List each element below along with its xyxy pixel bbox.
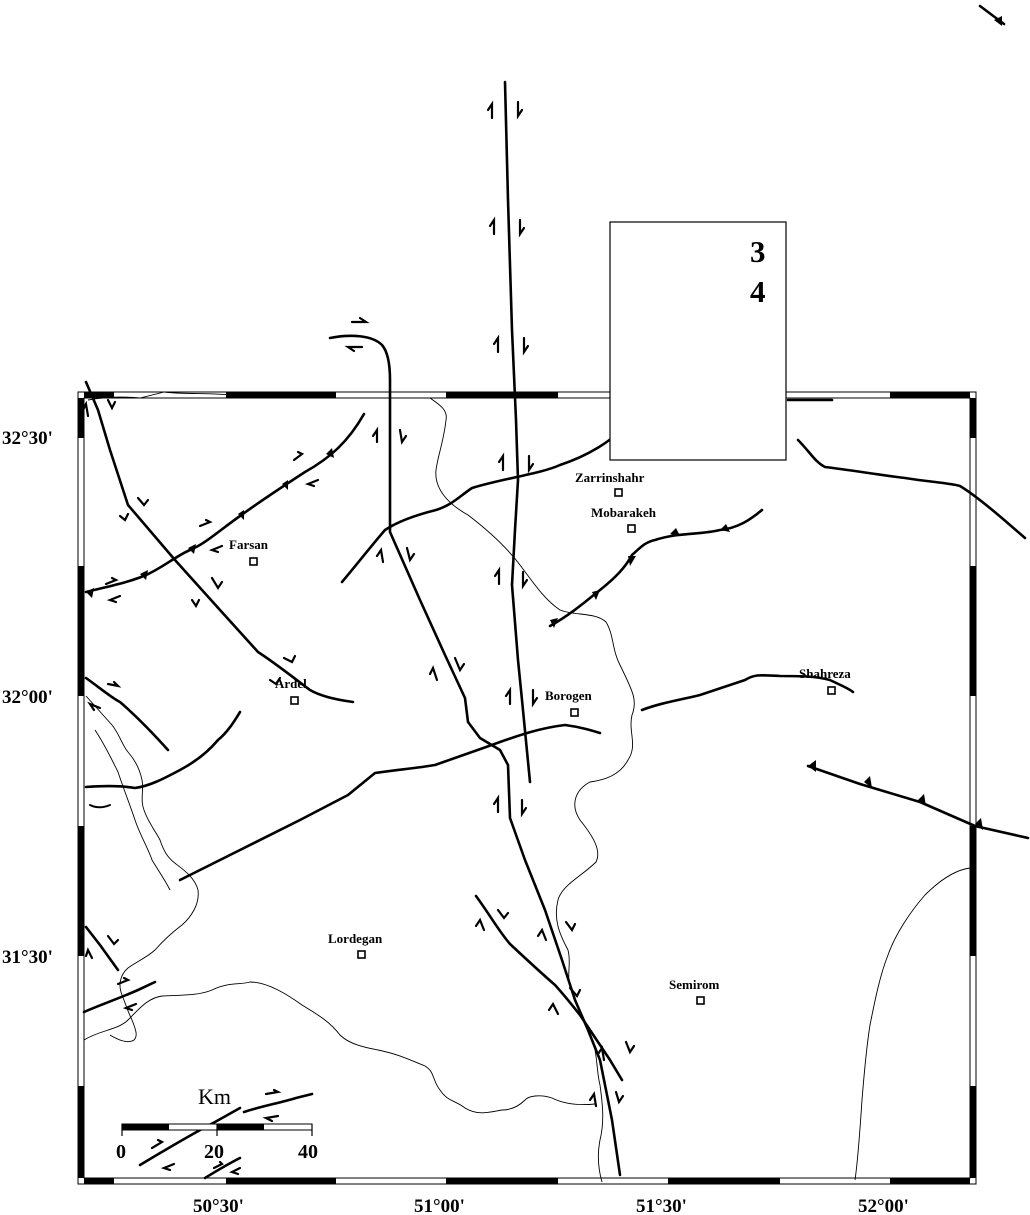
city-zarrinshahr: Zarrinshahr [575,470,645,497]
inset-label-line-2: 4 [750,274,766,309]
city-marker-icon [570,708,579,717]
scale-bar: Km 0 20 40 [116,1084,318,1163]
scale-title: Km [198,1084,231,1109]
city-semirom: Semirom [669,977,719,1005]
city-ardel: Ardel [275,676,307,705]
boundary-line-west-inner [94,729,171,891]
fault-west-tick [89,804,111,809]
city-lordegan: Lordegan [328,931,383,959]
fault-farsan-nw [84,380,355,704]
city-label: Ardel [275,676,307,691]
city-label: Borogen [545,688,592,703]
city-label: Mobarakeh [591,505,657,520]
scale-tick-label: 20 [204,1141,224,1163]
city-mobarakeh: Mobarakeh [591,505,657,533]
fault-scale-1 [138,1106,242,1167]
city-shahreza: Shahreza [799,666,851,695]
frame-inner-outline [83,397,971,1179]
city-label: Zarrinshahr [575,470,645,485]
fault-south-central [474,894,624,1082]
city-label: Lordegan [328,931,383,946]
inset-label-line-1: 3 [750,234,766,269]
longitude-labels: 50°30' 51°00' 51°30' 52°00' [193,1196,909,1215]
city-marker-icon [249,557,258,566]
longitude-label: 51°00' [414,1196,465,1215]
city-marker-icon [696,996,705,1005]
frame-outline [77,391,977,1185]
latitude-labels: 32°30' 32°00' 31°30' [2,428,53,968]
city-marker-icon [827,686,836,695]
boundary-line-east [854,867,971,1181]
city-marker-icon [290,696,299,705]
fault-east-upper [796,438,1027,540]
city-label: Farsan [229,537,269,552]
fault-southwest [84,925,120,972]
fault-north-south [503,80,532,784]
scale-tick-label: 0 [116,1141,126,1163]
boundary-line-south [83,981,596,1114]
city-label: Shahreza [799,666,851,681]
boundary-line-main [87,391,635,1183]
longitude-label: 50°30' [193,1196,244,1215]
fault-ne-long [340,428,622,584]
fault-west-curve2 [84,710,242,790]
cities: Zarrinshahr Mobarakeh Farsan Ardel Borog… [229,470,851,1005]
longitude-label: 52°00' [858,1196,909,1215]
inset-box: 3 4 [609,221,787,461]
fault-scale-2 [242,1092,314,1114]
latitude-label: 31°30' [2,947,53,968]
latitude-label: 32°30' [2,428,53,449]
fault-lordegan-long [178,723,602,882]
fault-west-short [84,676,170,752]
fault-shahreza [640,673,855,712]
longitude-label: 51°30' [636,1196,687,1215]
boundary-line-west [85,695,199,1043]
fault-scale-3 [203,1156,242,1180]
province-boundaries [83,391,971,1183]
latitude-label: 32°00' [2,687,53,708]
city-marker-icon [614,488,623,497]
city-borogen: Borogen [545,688,592,717]
city-marker-icon [627,524,636,533]
fault-southwest2 [82,980,157,1014]
inset-rectangle [609,221,787,461]
city-marker-icon [357,950,366,959]
city-label: Semirom [669,977,719,992]
fault-lines [82,4,1030,1180]
map-frame [77,391,977,1185]
fault-mobarakeh-thrust [548,508,764,628]
city-farsan: Farsan [229,537,269,566]
fault-shahreza-thrust [806,764,1030,840]
scale-tick-label: 40 [298,1141,318,1163]
fault-west-curve [328,334,622,1177]
thrust-teeth [86,16,1002,830]
slip-arrows [81,100,636,1176]
